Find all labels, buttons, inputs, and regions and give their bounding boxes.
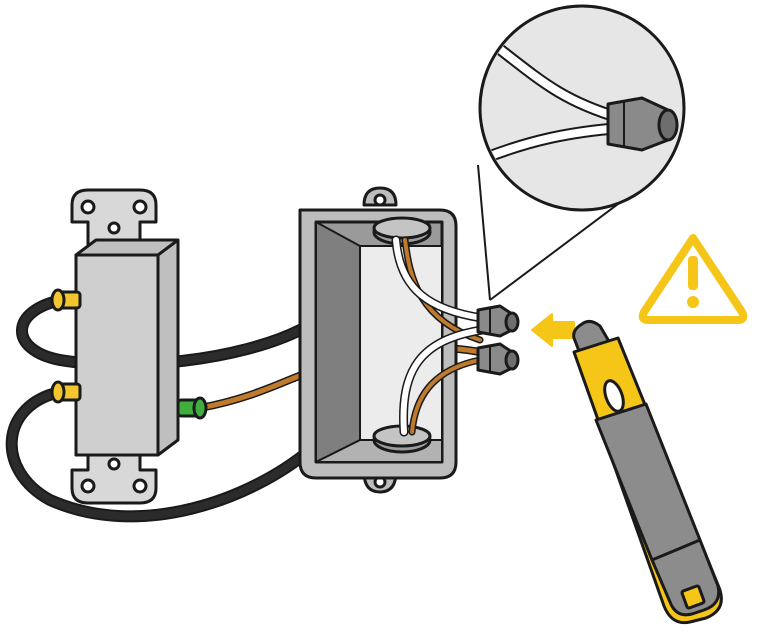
voltage-tester-icon xyxy=(572,319,723,625)
zoom-callout-icon xyxy=(477,4,686,301)
brass-screw-top xyxy=(50,288,82,312)
light-switch-icon xyxy=(50,188,208,505)
tester-button xyxy=(680,584,706,610)
brass-screw-bottom xyxy=(50,380,82,404)
ground-screw xyxy=(176,396,208,420)
electrical-box-icon xyxy=(298,186,458,494)
wire-nut-bottom xyxy=(476,342,520,376)
arrow-left-icon xyxy=(531,313,575,347)
tester-window xyxy=(603,379,625,413)
wire-nut-icon xyxy=(476,304,520,376)
wire-nut-top xyxy=(476,304,520,338)
warning-icon xyxy=(638,234,748,324)
box-wires xyxy=(391,235,487,437)
